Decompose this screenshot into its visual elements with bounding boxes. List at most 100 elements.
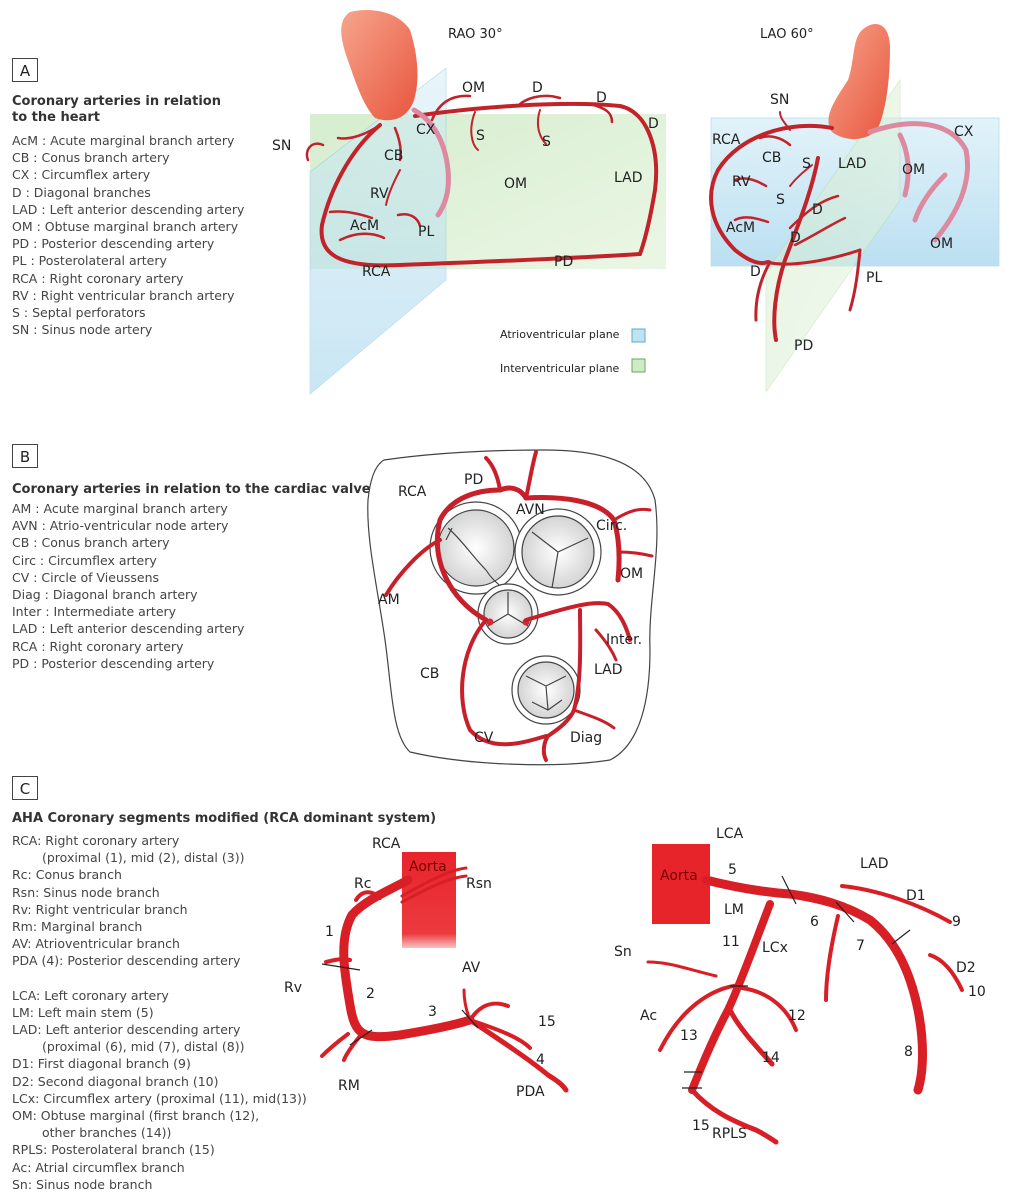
valve-cv-label: CV bbox=[474, 730, 494, 746]
panel-a-title-line1: Coronary arteries in relation bbox=[12, 94, 221, 109]
panel-c-label: C bbox=[12, 776, 38, 800]
panel-a-legend-item: CB : Conus branch artery bbox=[12, 150, 170, 166]
valve-avn-label: AVN bbox=[516, 502, 545, 518]
panel-c-legend-item: LCA: Left coronary artery bbox=[12, 987, 169, 1003]
lca-lm-label: LM bbox=[724, 902, 744, 918]
lao-lad-label: LAD bbox=[838, 156, 866, 172]
lca-seg-12-label: 12 bbox=[788, 1008, 806, 1024]
rao-rv-label: RV bbox=[370, 186, 389, 202]
iv-plane-swatch bbox=[631, 358, 646, 373]
lca-seg-11-label: 11 bbox=[722, 934, 740, 950]
panel-a-legend-item: AcM : Acute marginal branch artery bbox=[12, 133, 235, 148]
iv-plane-legend-text: Interventricular plane bbox=[500, 362, 620, 375]
panel-b-legend-item: Circ : Circumflex artery bbox=[12, 552, 157, 568]
rca-rc-label: Rc bbox=[354, 876, 371, 892]
av-plane-swatch bbox=[631, 328, 646, 343]
panel-a-legend-item: RV : Right ventricular branch artery bbox=[12, 287, 235, 303]
mitral-valve bbox=[511, 655, 581, 725]
panel-a-legend-item: OM : Obtuse marginal branch artery bbox=[12, 219, 239, 235]
panel-c-legend-item: D2: Second diagonal branch (10) bbox=[12, 1073, 219, 1089]
lao-pd-label: PD bbox=[794, 338, 813, 354]
rao-acm-label: AcM bbox=[350, 218, 379, 234]
panel-a-legend-item: RCA : Right coronary artery bbox=[12, 270, 184, 286]
panel-c-title: AHA Coronary segments modified (RCA domi… bbox=[12, 811, 437, 826]
lao-cx-label: CX bbox=[954, 124, 974, 140]
valve-diag-label: Diag bbox=[570, 730, 602, 746]
rca-rm-label: RM bbox=[338, 1078, 360, 1094]
panel-c-legend-item: LAD: Left anterior descending artery bbox=[12, 1022, 241, 1038]
lao-om-label-1: OM bbox=[902, 162, 925, 178]
lao-cb-label: CB bbox=[762, 150, 781, 166]
aortic-valve bbox=[477, 583, 539, 645]
panel-b-legend-item: RCA : Right coronary artery bbox=[12, 638, 184, 654]
panel-b-legend-item: AM : Acute marginal branch artery bbox=[12, 501, 228, 516]
panel-c-legend-item: AV: Atrioventricular branch bbox=[12, 936, 180, 952]
valve-am-label: AM bbox=[378, 592, 400, 608]
panel-a-legend-item: LAD : Left anterior descending artery bbox=[12, 201, 245, 217]
panel-c-legend-item: Rv: Right ventricular branch bbox=[12, 901, 188, 917]
valve-inter-label: Inter. bbox=[606, 632, 642, 648]
rca-seg-2-label: 2 bbox=[366, 986, 375, 1002]
panel-b-legend-item: PD : Posterior descending artery bbox=[12, 655, 215, 671]
panel-a-legend-item: PL : Posterolateral artery bbox=[12, 253, 167, 269]
pulmonary-valve bbox=[429, 501, 523, 595]
lca-lcx-label: LCx bbox=[762, 940, 788, 956]
rao-view: RAO 30° OM D D D SN CX bbox=[272, 10, 666, 395]
panel-c-legend-item: LM: Left main stem (5) bbox=[12, 1004, 154, 1020]
lao-view-title: LAO 60° bbox=[760, 27, 814, 42]
rao-d-label-3: D bbox=[648, 116, 659, 132]
rao-lad-label: LAD bbox=[614, 170, 642, 186]
rca-seg-rca-label: RCA bbox=[372, 836, 401, 852]
rao-arteries bbox=[305, 94, 659, 268]
panel-c-legend-item: Sn: Sinus node branch bbox=[12, 1176, 153, 1192]
lao-s-label-2: S bbox=[776, 192, 785, 208]
rca-seg-4-label: 4 bbox=[536, 1052, 545, 1068]
valve-circ-label: Circ. bbox=[596, 518, 627, 534]
lca-d1-label: D1 bbox=[906, 888, 926, 904]
panel-a-legend-item: S : Septal perforators bbox=[12, 305, 146, 321]
panel-b-legend-item: AVN : Atrio-ventricular node artery bbox=[12, 518, 229, 534]
panel-b-legend-item: CV : Circle of Vieussens bbox=[12, 569, 160, 585]
lca-seg-15-label: 15 bbox=[692, 1118, 710, 1134]
lao-s-label-1: S bbox=[802, 156, 811, 172]
lca-rpls-label: RPLS bbox=[712, 1126, 747, 1142]
rca-rsn-label: Rsn bbox=[466, 876, 492, 892]
rao-circumflex bbox=[411, 107, 451, 218]
rao-cb-label: CB bbox=[384, 148, 403, 164]
panel-c-legend-item: (proximal (1), mid (2), distal (3)) bbox=[42, 850, 245, 866]
panel-a-title: Coronary arteries in relation to the hea… bbox=[12, 94, 221, 126]
lca-segment-ticks bbox=[682, 875, 911, 1089]
rao-om-label: OM bbox=[462, 80, 485, 96]
panel-c-legend-item: Ac: Atrial circumflex branch bbox=[12, 1159, 185, 1175]
panel-a-legend-item: PD : Posterior descending artery bbox=[12, 236, 215, 252]
panel-b-legend-item: LAD : Left anterior descending artery bbox=[12, 621, 245, 637]
lca-segments: LCA Aorta 5 LAD LM 6 D1 9 11 LCx 7 Sn D2… bbox=[614, 826, 986, 1145]
rca-av-label: AV bbox=[462, 960, 481, 976]
aorta bbox=[341, 10, 418, 121]
lao-rv-label: RV bbox=[732, 174, 751, 190]
rca-seg-15-label: 15 bbox=[538, 1014, 556, 1030]
rca-arteries bbox=[320, 866, 569, 1093]
panel-c-legend-item: Rm: Marginal branch bbox=[12, 919, 143, 935]
panel-c-legend-item: other branches (14)) bbox=[42, 1125, 172, 1141]
lca-aorta bbox=[652, 844, 710, 924]
rao-rca-label: RCA bbox=[362, 264, 391, 280]
valve-diagram: RCA PD AVN Circ. OM AM Inter. LAD CB CV … bbox=[367, 449, 658, 766]
rca-segment-ticks bbox=[321, 963, 479, 1046]
lca-sn-label: Sn bbox=[614, 944, 632, 960]
lca-lad-label: LAD bbox=[860, 856, 888, 872]
rao-d-label-1: D bbox=[532, 80, 543, 96]
lca-seg-14-label: 14 bbox=[762, 1050, 780, 1066]
panel-b-legend-item: Inter : Intermediate artery bbox=[12, 604, 177, 620]
panel-a-legend: AcM : Acute marginal branch artery CB : C… bbox=[12, 132, 244, 338]
lao-d-label-2: D bbox=[790, 230, 801, 246]
lao-view: LAO 60° SN CX RCA CB S LAD bbox=[709, 24, 1000, 394]
panel-b-label: B bbox=[12, 444, 38, 468]
panel-b-title: Coronary arteries in relation to the car… bbox=[12, 482, 379, 497]
aortic-valve-left bbox=[514, 508, 602, 596]
panel-c-legend-item: PDA (4): Posterior descending artery bbox=[12, 953, 241, 969]
valve-om-label: OM bbox=[620, 566, 643, 582]
lao-acm-label: AcM bbox=[726, 220, 755, 236]
panel-c-legend-item: D1: First diagonal branch (9) bbox=[12, 1056, 191, 1072]
